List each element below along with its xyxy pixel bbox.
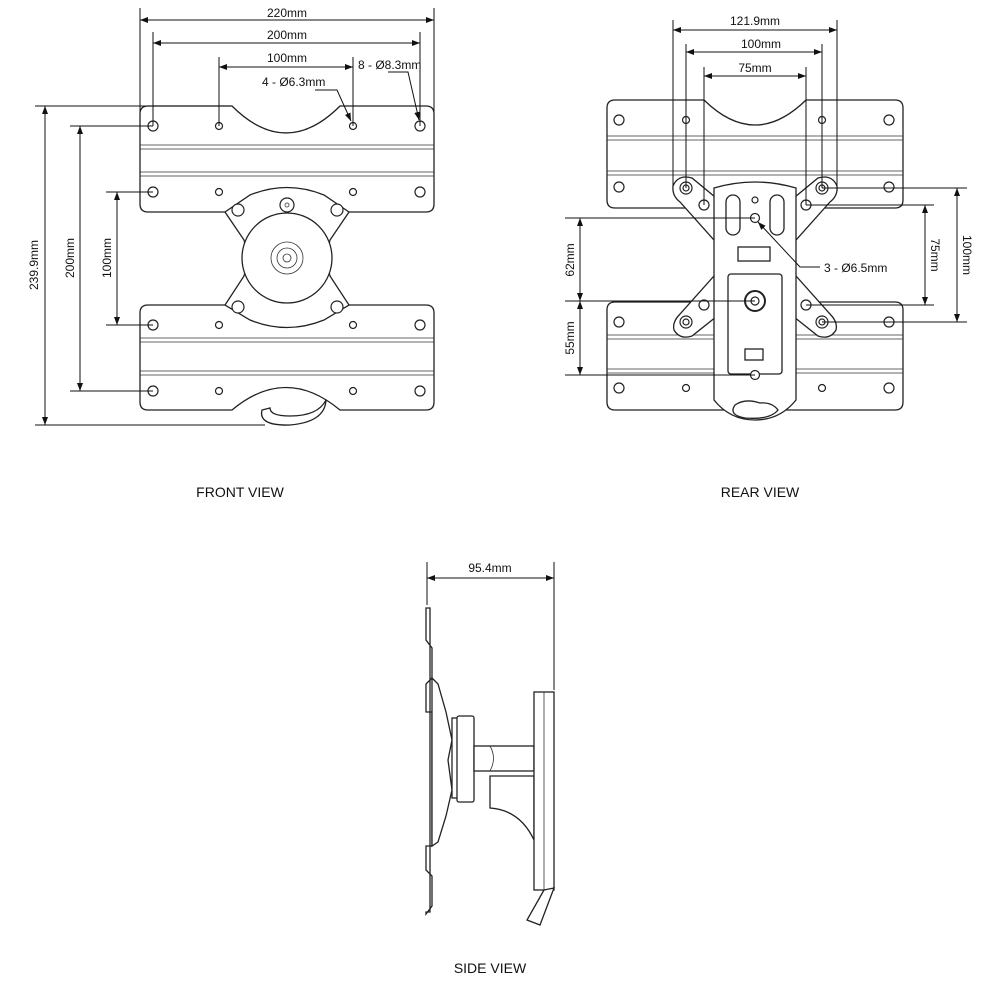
- side-view: 95.4mm SIDE VIEW: [425, 561, 556, 976]
- dim-front-height-239: 239.9mm: [27, 240, 41, 290]
- dim-rear-width-121: 121.9mm: [730, 14, 780, 28]
- dim-front-height-200: 200mm: [63, 238, 77, 278]
- dim-front-width-100: 100mm: [267, 51, 307, 65]
- front-top-plate: [139, 105, 435, 213]
- side-swivel-disc: [456, 715, 475, 803]
- front-hook: [260, 399, 327, 426]
- side-tv-plate: [425, 607, 433, 916]
- dim-front-height-100: 100mm: [100, 238, 114, 278]
- dim-front-width-200: 200mm: [267, 28, 307, 42]
- dim-front-width-220: 220mm: [267, 6, 307, 20]
- rear-plate-holes: [613, 114, 895, 394]
- dim-rear-wall-55: 55mm: [563, 321, 577, 354]
- dim-rear-wall-62: 62mm: [563, 243, 577, 276]
- rear-hook: [732, 400, 779, 419]
- callout-small-holes: 4 - Ø6.3mm: [262, 75, 325, 89]
- dim-rear-height-100: 100mm: [960, 235, 974, 275]
- side-wall-tab: [526, 887, 556, 926]
- front-hub: [241, 212, 333, 304]
- front-view: 220mm 200mm 100mm 4 - Ø6.3mm 8 - Ø8.3mm …: [27, 6, 435, 500]
- dim-rear-height-75: 75mm: [928, 238, 942, 271]
- callout-large-holes: 8 - Ø8.3mm: [358, 58, 421, 72]
- callout-wall-holes: 3 - Ø6.5mm: [824, 261, 887, 275]
- side-arm-support: [489, 775, 535, 841]
- dim-side-depth: 95.4mm: [468, 561, 511, 575]
- rear-view-title: REAR VIEW: [721, 484, 800, 500]
- dim-rear-width-100: 100mm: [741, 37, 781, 51]
- side-view-title: SIDE VIEW: [454, 960, 527, 976]
- side-arm: [473, 745, 535, 772]
- rear-view: 121.9mm 100mm 75mm 100mm 75mm 62mm 55mm …: [563, 14, 974, 500]
- front-bottom-plate: [139, 304, 435, 411]
- dim-rear-width-75: 75mm: [738, 61, 771, 75]
- front-view-title: FRONT VIEW: [196, 484, 284, 500]
